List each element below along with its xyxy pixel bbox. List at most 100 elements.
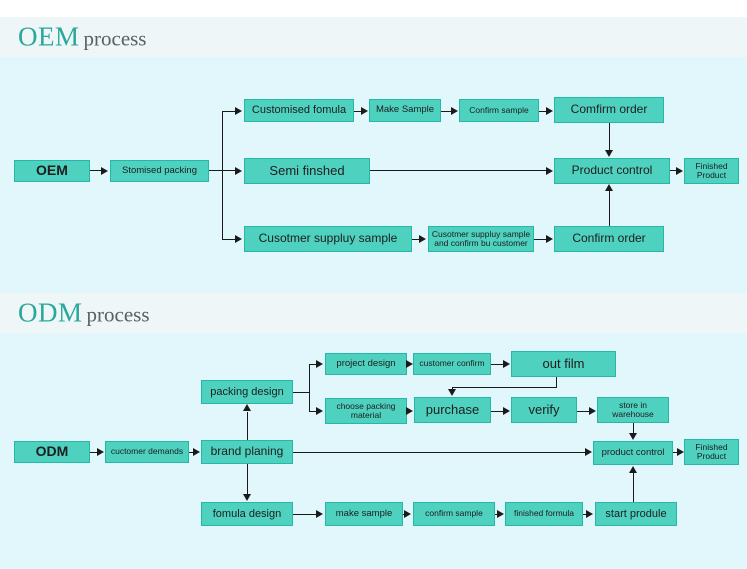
odm-arrow xyxy=(503,360,510,368)
oem-connector xyxy=(539,111,547,112)
odm-node-finished-formula[interactable]: finished formula xyxy=(505,502,583,526)
odm-node-fomula-design[interactable]: fomula design xyxy=(201,502,293,526)
oem-node-confirm-order[interactable]: Confirm order xyxy=(554,226,664,252)
odm-arrow xyxy=(497,510,504,518)
odm-node-choose-packing-material[interactable]: choose packing material xyxy=(325,398,407,424)
oem-node-confirm-sample[interactable]: Confirm sample xyxy=(459,99,539,122)
odm-connector xyxy=(556,377,557,387)
oem-node-customer-supply-confirm[interactable]: Cusotmer suppluy sample and confirm bu c… xyxy=(428,226,534,252)
odm-connector xyxy=(577,411,590,412)
oem-node-customer-supply-sample[interactable]: Cusotmer suppluy sample xyxy=(244,226,412,252)
oem-node-product-control[interactable]: Product control xyxy=(554,158,670,184)
oem-connector xyxy=(670,170,679,171)
odm-title-sub: process xyxy=(86,302,150,327)
odm-arrow xyxy=(97,448,104,456)
oem-connector xyxy=(90,170,103,171)
odm-arrow xyxy=(585,448,592,456)
oem-arrow xyxy=(605,184,613,191)
oem-connector xyxy=(412,239,421,240)
odm-arrow xyxy=(629,433,637,440)
oem-connector xyxy=(222,170,237,171)
oem-connector xyxy=(609,123,610,151)
oem-title-main: OEM xyxy=(18,21,80,52)
odm-arrow xyxy=(586,510,593,518)
odm-connector xyxy=(189,452,194,453)
odm-arrow xyxy=(316,407,323,415)
odm-connector xyxy=(633,473,634,502)
odm-connector xyxy=(583,514,588,515)
odm-node-make-sample[interactable]: make sample xyxy=(325,502,403,526)
odm-connector xyxy=(293,514,317,515)
odm-node-out-film[interactable]: out film xyxy=(511,351,616,377)
odm-node-customer-demands[interactable]: cuctomer demands xyxy=(105,441,189,463)
oem-node-customised-formula[interactable]: Customised fomula xyxy=(244,99,354,122)
odm-connector xyxy=(293,392,309,393)
oem-connector xyxy=(534,239,547,240)
odm-node-product-control[interactable]: product control xyxy=(593,441,673,465)
oem-arrow xyxy=(235,167,242,175)
odm-title-main: ODM xyxy=(18,297,83,328)
oem-connector xyxy=(370,170,546,171)
oem-arrow xyxy=(546,107,553,115)
odm-arrow xyxy=(448,389,456,396)
oem-arrow xyxy=(451,107,458,115)
oem-title-sub: process xyxy=(83,26,147,51)
odm-node-finished-product[interactable]: Finished Product xyxy=(684,439,739,465)
odm-arrow xyxy=(404,510,411,518)
odm-node-verify[interactable]: verify xyxy=(511,397,577,423)
oem-connector xyxy=(222,111,237,112)
odm-arrow xyxy=(406,360,413,368)
odm-arrow xyxy=(629,466,637,473)
oem-arrow xyxy=(419,235,426,243)
oem-connector xyxy=(209,170,222,171)
oem-diagram-panel: OEM Stomised packing Customised fomula M… xyxy=(0,57,747,293)
oem-connector xyxy=(609,191,610,226)
odm-node-start[interactable]: ODM xyxy=(14,441,90,463)
odm-node-packing-design[interactable]: packing design xyxy=(201,380,293,404)
oem-node-comfirm-order[interactable]: Comfirm order xyxy=(554,97,664,123)
oem-arrow xyxy=(605,150,613,157)
odm-arrow xyxy=(589,407,596,415)
odm-node-confirm-sample[interactable]: confirm sample xyxy=(413,502,495,526)
oem-node-start[interactable]: OEM xyxy=(14,160,90,182)
odm-connector xyxy=(491,364,504,365)
odm-branch-vertical xyxy=(309,364,310,411)
oem-arrow xyxy=(546,167,553,175)
odm-connector xyxy=(673,452,680,453)
odm-connector xyxy=(90,452,99,453)
oem-arrow xyxy=(546,235,553,243)
oem-node-make-sample[interactable]: Make Sample xyxy=(369,99,441,122)
oem-arrow xyxy=(101,167,108,175)
odm-arrow xyxy=(406,407,413,415)
odm-arrow xyxy=(503,407,510,415)
oem-arrow xyxy=(361,107,368,115)
oem-connector xyxy=(441,111,452,112)
odm-connector xyxy=(309,364,318,365)
oem-node-packing[interactable]: Stomised packing xyxy=(110,160,209,182)
oem-branch-vertical xyxy=(222,111,223,239)
odm-connector xyxy=(293,452,585,453)
odm-arrow xyxy=(243,494,251,501)
odm-node-customer-confirm[interactable]: customer confirm xyxy=(413,353,491,375)
odm-connector xyxy=(452,387,557,388)
oem-node-semi-finshed[interactable]: Semi finshed xyxy=(244,158,370,184)
oem-node-finished-product[interactable]: Finished Product xyxy=(684,158,739,184)
odm-node-project-design[interactable]: project design xyxy=(325,353,407,375)
odm-node-start-produle[interactable]: start produle xyxy=(595,502,677,526)
odm-arrow xyxy=(193,448,200,456)
odm-connector xyxy=(247,412,248,440)
odm-connector xyxy=(633,423,634,433)
odm-arrow xyxy=(316,510,323,518)
oem-arrow xyxy=(676,167,683,175)
oem-connector xyxy=(354,111,363,112)
odm-node-brand-planing[interactable]: brand planing xyxy=(201,440,293,464)
oem-arrow xyxy=(235,107,242,115)
odm-node-purchase[interactable]: purchase xyxy=(414,397,491,423)
odm-node-store-in-warehouse[interactable]: store in warehouse xyxy=(597,397,669,423)
odm-arrow xyxy=(316,360,323,368)
odm-diagram-panel: ODM cuctomer demands brand planing packi… xyxy=(0,333,747,569)
